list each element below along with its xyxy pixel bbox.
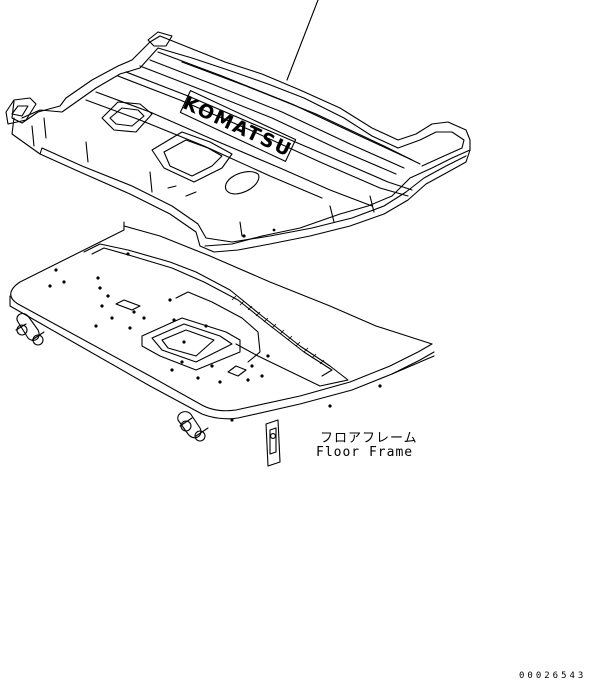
mat-seam-4 — [149, 171, 153, 193]
frame-slot-1 — [115, 299, 141, 311]
frame-hatch-opening-inner — [151, 323, 233, 363]
mat-rib-7 — [95, 91, 373, 207]
mat-corner-pad-top — [147, 31, 173, 47]
frame-channel — [83, 243, 349, 387]
mat-hatch-plate-inner — [163, 139, 223, 177]
komatsu-logo: KOMATSU — [179, 90, 297, 162]
mat-rib-4 — [149, 59, 405, 169]
frame-bolt-holes — [48, 252, 382, 422]
mat-seam-3 — [85, 141, 89, 163]
mat-dot-1 — [242, 234, 246, 238]
floor-mat: KOMATSU — [5, 0, 471, 253]
mat-front-lip — [39, 147, 467, 243]
frame-back-edge — [123, 225, 433, 345]
frame-outline-lower — [9, 295, 435, 420]
frame-hatch-opening — [141, 317, 241, 371]
frame-hinge-left — [15, 313, 45, 346]
mat-ledge-inner — [21, 47, 465, 167]
mat-rib-3 — [139, 65, 397, 175]
frame-slot-2 — [227, 365, 247, 377]
mat-oval-recess — [224, 171, 260, 195]
mat-seam-2 — [43, 117, 47, 139]
frame-channel-inner — [91, 247, 333, 377]
mat-seam-5 — [239, 221, 243, 237]
mat-rib-2 — [125, 71, 413, 191]
mat-seam-1 — [31, 125, 35, 147]
mat-seam-7 — [369, 195, 375, 213]
frame-rail-right — [391, 355, 435, 375]
floor-frame — [9, 221, 435, 467]
mat-outline-top — [11, 35, 471, 247]
drawing-number: 00026543 — [519, 671, 587, 681]
frame-hinge-front — [177, 411, 209, 442]
frame-channel-hatch — [231, 295, 325, 365]
mat-corner-pad-left-inner — [11, 105, 29, 117]
frame-step — [175, 291, 261, 363]
mat-hatch-plate — [151, 131, 233, 183]
mat-seam-6 — [329, 205, 335, 223]
frame-hatch-cover — [161, 329, 215, 357]
mat-rib-6 — [181, 61, 421, 165]
floor-frame-label-en: Floor Frame — [316, 445, 414, 460]
mat-corner-pad-left — [5, 97, 37, 125]
mat-outline-bottom — [11, 117, 471, 253]
komatsu-logo-text: KOMATSU — [179, 92, 295, 162]
mat-mark-2 — [185, 191, 197, 197]
frame-outline — [10, 221, 433, 412]
mat-recess-left — [101, 101, 153, 133]
mat-leader-line — [286, 0, 319, 81]
mat-recess-left-inner — [109, 107, 145, 127]
frame-mount-bracket — [265, 419, 281, 467]
floor-frame-label-jp: フロアフレーム — [320, 431, 418, 446]
mat-mark-1 — [167, 185, 177, 189]
mat-dot-2 — [272, 228, 276, 232]
mat-rib-1 — [117, 75, 409, 197]
